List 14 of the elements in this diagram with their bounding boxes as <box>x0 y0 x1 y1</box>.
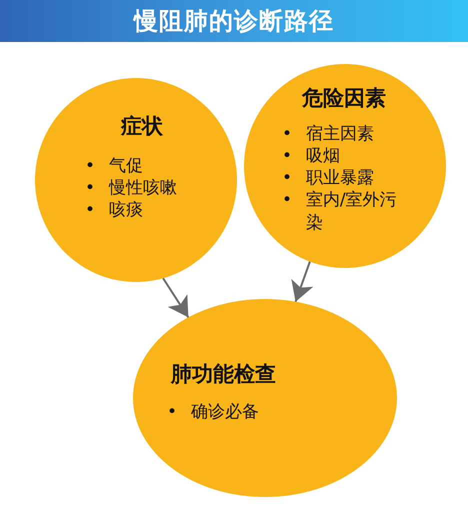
bullet-item: • 职业暴露 <box>282 167 375 190</box>
node-heading: 肺功能检查 <box>170 362 277 388</box>
bullet-item: • 气促 <box>85 155 144 178</box>
node-heading: 危险因素 <box>300 86 387 112</box>
node-heading: 症状 <box>120 114 164 140</box>
arrow <box>162 278 190 318</box>
bullet-item: • 确诊必备 <box>167 401 260 424</box>
title: 慢阻肺的诊断路径 <box>134 6 334 37</box>
bullet-item: • 吸烟 <box>282 145 341 168</box>
bullet-item: • 宿主因素 <box>282 123 375 146</box>
arrow <box>291 261 314 302</box>
bullet-item: • 室内/室外污染 <box>282 189 398 234</box>
bullet-item: • 咳痰 <box>85 199 144 222</box>
bullet-item: • 慢性咳嗽 <box>85 177 178 200</box>
